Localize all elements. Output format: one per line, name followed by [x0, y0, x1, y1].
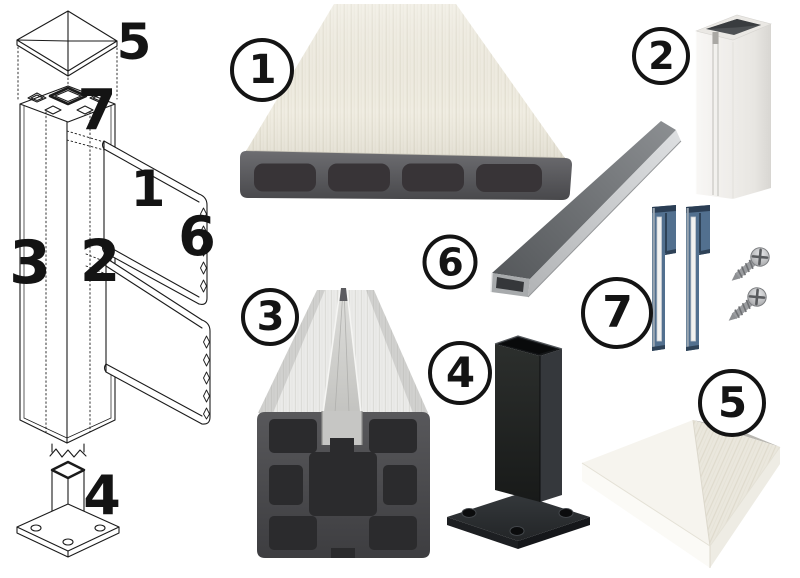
part-image-steel-tube: [490, 121, 682, 298]
part-image-pyramid-cap: [581, 419, 781, 568]
part-badge-1: 1: [230, 38, 294, 102]
part-badge-2: 2: [632, 27, 690, 85]
assembly-base: [16, 443, 120, 558]
part-badge-7: 7: [581, 277, 653, 349]
assembly-label-1: 1: [130, 160, 166, 218]
part-image-fence-board: [240, 4, 572, 200]
part-badge-4: 4: [428, 341, 492, 405]
part-badge-3: 3: [241, 288, 299, 346]
assembly-label-4: 4: [83, 464, 121, 527]
screw-icon: [721, 282, 772, 330]
part-image-post-base: [447, 335, 590, 549]
assembly-drawing: [16, 10, 211, 558]
part-badge-6: 6: [422, 234, 478, 290]
assembly-board-1: [66, 130, 208, 305]
part-image-rail-profile: [257, 288, 430, 558]
assembly-label-5: 5: [116, 13, 152, 71]
part-image-post-sleeve: [695, 14, 772, 199]
assembly-cap: [16, 10, 118, 100]
assembly-label-3: 3: [9, 228, 51, 298]
screw-icon: [724, 242, 775, 290]
part-image-fixing-clips: [651, 204, 775, 352]
assembly-label-2: 2: [79, 227, 121, 295]
assembly-label-7: 7: [77, 78, 117, 143]
part-badge-5: 5: [698, 369, 766, 437]
assembly-label-6: 6: [178, 205, 216, 268]
assembly-board-2: [85, 253, 211, 425]
